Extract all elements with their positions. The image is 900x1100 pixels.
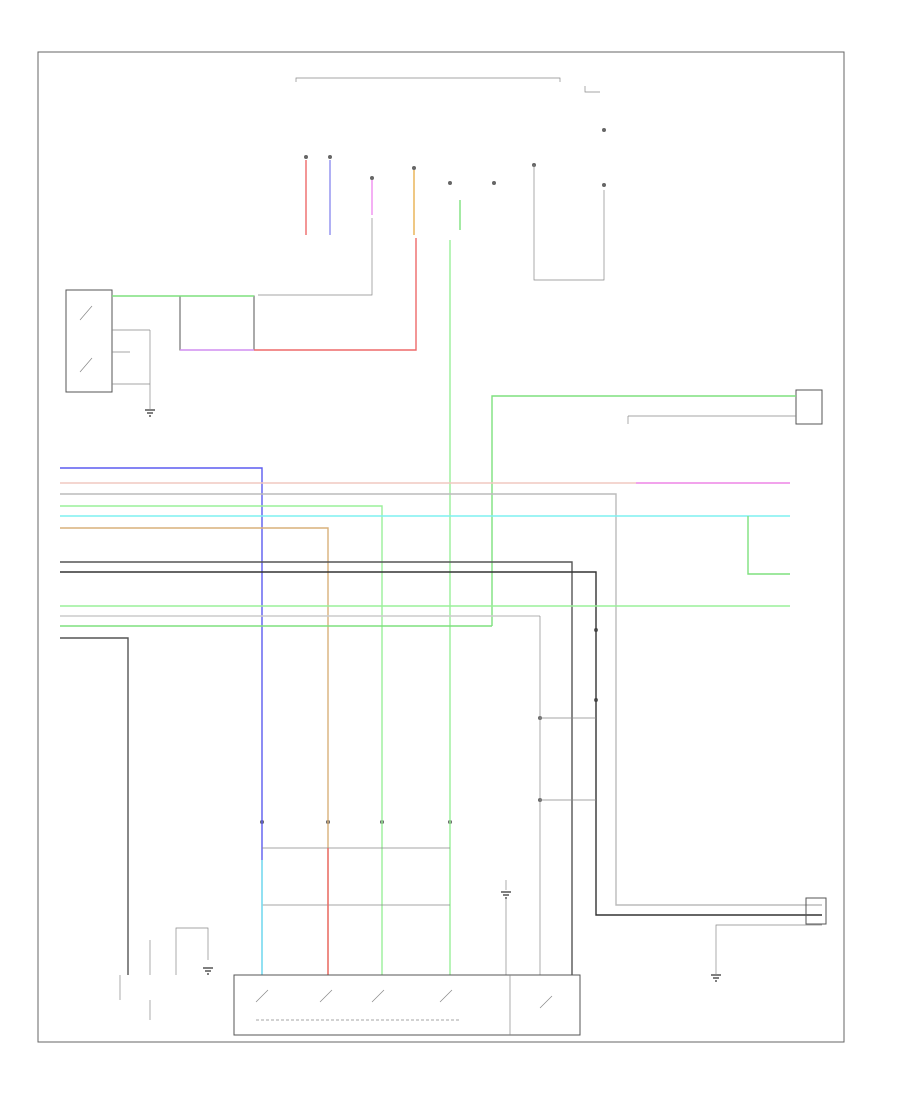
connector-dots [260,128,606,824]
relay-block [112,238,417,351]
diagram-frame [37,51,845,1043]
left-switch-block [65,289,180,417]
bottom-module [233,974,581,1036]
right-top-connector [491,389,823,626]
right-bottom-connector [805,897,827,925]
horizontal-harness [60,467,822,975]
ground-icon [711,974,721,982]
bottom-crossovers [261,847,450,975]
top-stub-wires [305,160,461,235]
ground-icon [501,891,511,899]
ground-icon [203,967,213,975]
top-connector-bracket [295,77,600,93]
ground-icon [145,409,155,417]
